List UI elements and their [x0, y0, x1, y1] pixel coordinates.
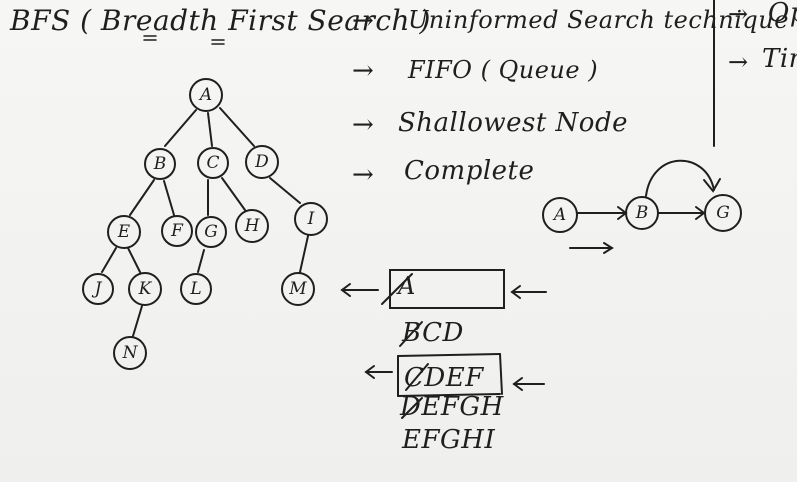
tree-node-e: E [107, 215, 141, 249]
svg-text:F: F [170, 221, 184, 241]
point-1: Uninformed Search technique [408, 6, 789, 34]
queue-line-4: DEFGH [400, 392, 504, 422]
tree-node-j: J [82, 273, 114, 305]
tree-node-h: H [235, 209, 269, 243]
svg-text:B: B [635, 203, 649, 223]
tree-node-m: M [281, 272, 315, 306]
svg-text:I: I [307, 209, 315, 229]
queue-box-2 [364, 353, 545, 397]
svg-text:M: M [288, 279, 307, 299]
tree-node-c: C [197, 147, 229, 179]
queue-line-5: EFGHI [402, 425, 496, 455]
queue-box-1 [340, 269, 547, 309]
tree-node-i: I [294, 202, 328, 236]
tree-node-n: N [113, 336, 147, 370]
title: BFS ( Breadth First Search ) [10, 4, 431, 37]
svg-text:G: G [204, 222, 218, 242]
svg-text:D: D [254, 152, 269, 172]
svg-text:B: B [153, 154, 167, 174]
small-graph [569, 159, 721, 254]
tree-node-k: K [128, 272, 162, 306]
point-2: FIFO ( Queue ) [408, 56, 599, 84]
tree-node-b: B [144, 148, 176, 180]
svg-text:J: J [92, 279, 103, 299]
arrow-icon: → [728, 48, 749, 76]
arrow-icon: → [728, 0, 749, 28]
point-4: Complete [404, 156, 535, 186]
tree-node-l: L [180, 273, 212, 305]
svg-text:E: E [117, 222, 131, 242]
arrow-icon: → [352, 110, 375, 140]
svg-text:N: N [122, 343, 139, 363]
graph-node-a: A [542, 197, 578, 233]
arrow-icon: → [352, 56, 375, 86]
svg-text:K: K [138, 279, 153, 299]
svg-text:G: G [716, 203, 730, 223]
tree-node-f: F [161, 215, 193, 247]
tree-node-g: G [195, 216, 227, 248]
tree-node-a: A [189, 78, 223, 112]
side-note-1: Op [768, 0, 797, 28]
queue-box-1-text: A [398, 272, 416, 300]
svg-text:H: H [244, 216, 261, 236]
graph-node-b: B [625, 196, 659, 230]
arrow-icon: → [352, 6, 375, 36]
side-note-2: Tir [762, 44, 797, 74]
graph-node-g: G [704, 194, 742, 232]
svg-text:C: C [206, 153, 219, 173]
point-3: Shallowest Node [398, 108, 628, 138]
arrow-icon: → [352, 160, 375, 190]
svg-text:L: L [189, 279, 201, 299]
svg-text:A: A [198, 85, 212, 105]
tree-node-d: D [245, 145, 279, 179]
svg-text:A: A [552, 205, 566, 225]
tree-edges [101, 107, 309, 337]
